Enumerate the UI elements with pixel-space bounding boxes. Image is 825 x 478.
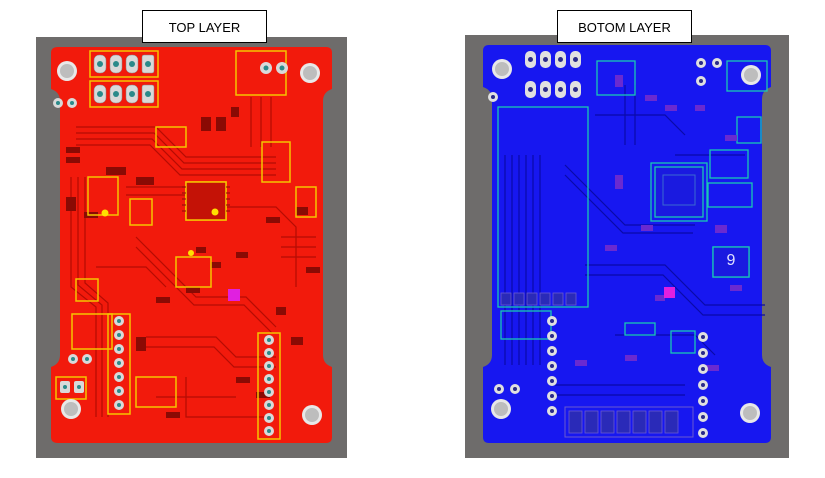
bottom-pad-strip	[500, 292, 577, 306]
top-pin-header-vertical	[114, 316, 124, 410]
bottom-mounting-holes	[491, 59, 761, 423]
bottom-layer-panel: 9	[465, 35, 789, 458]
top-components	[66, 107, 320, 418]
top-marker-dot	[188, 250, 194, 256]
top-via-highlight	[228, 289, 240, 301]
bottom-board-outline	[483, 45, 771, 443]
bottom-pin-header	[525, 51, 581, 98]
bottom-connector-small	[488, 58, 722, 394]
bottom-layer-label: BOTOM LAYER	[557, 10, 692, 43]
bottom-pin-header-vertical	[547, 316, 557, 416]
bottom-pad-strip	[564, 406, 694, 438]
top-main-ic	[182, 181, 230, 221]
bottom-pin-header-vertical	[698, 332, 708, 438]
top-layer-board	[51, 47, 332, 443]
top-connector-small	[53, 62, 288, 393]
top-pin-header-vertical	[264, 335, 274, 436]
top-pin-header	[93, 54, 155, 104]
bottom-components	[575, 75, 742, 371]
top-mounting-holes	[57, 61, 322, 425]
top-layer-panel	[36, 37, 347, 458]
top-layer-label: TOP LAYER	[142, 10, 267, 43]
bottom-traces	[504, 85, 765, 396]
bottom-layer-board	[483, 45, 771, 443]
top-marker-dot	[211, 208, 219, 216]
top-marker-dot	[101, 209, 109, 217]
bottom-main-ic	[654, 166, 704, 218]
bottom-via-highlight	[664, 287, 675, 298]
bottom-numbered-box	[712, 246, 750, 278]
bottom-numbered-box-text: 9	[726, 252, 736, 269]
